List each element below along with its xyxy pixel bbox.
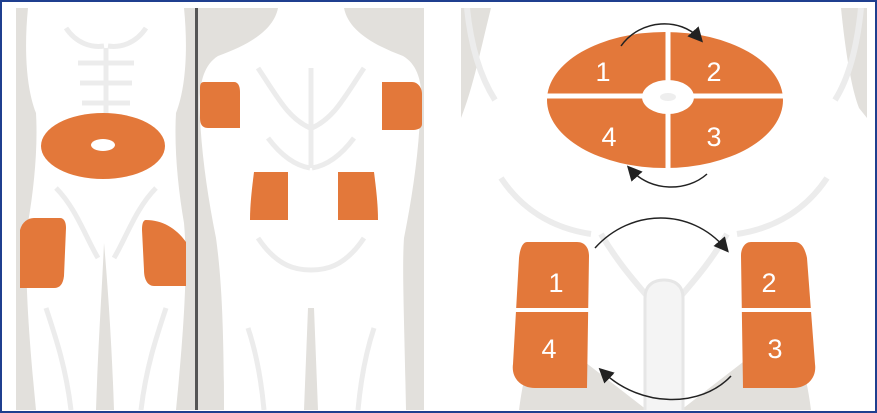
left-thigh-zone-label-1: 1 bbox=[548, 268, 563, 298]
right-thigh-zone-label-2: 2 bbox=[761, 268, 776, 298]
rotation-detail-figure: 1 2 3 4 1 4 2 3 bbox=[461, 8, 867, 410]
abdomen-zone-label-3: 3 bbox=[706, 122, 721, 152]
left-thigh-zone-group bbox=[513, 242, 589, 388]
back-view-panel bbox=[198, 8, 424, 410]
back-left-arm-zone bbox=[200, 82, 240, 128]
front-left-thigh-zone bbox=[20, 218, 66, 288]
abdomen-zone-label-4: 4 bbox=[601, 122, 616, 152]
front-body-figure bbox=[16, 8, 196, 410]
back-body-figure bbox=[198, 8, 424, 410]
left-thigh-zone bbox=[513, 242, 589, 388]
back-right-arm-zone bbox=[382, 82, 422, 130]
right-thigh-zone bbox=[741, 242, 815, 388]
back-left-flank-zone bbox=[250, 172, 288, 220]
right-thigh-zone-group bbox=[741, 242, 815, 388]
abdomen-zone-label-2: 2 bbox=[706, 57, 721, 87]
front-view-panel bbox=[16, 8, 196, 410]
rotation-detail-panel: 1 2 3 4 1 4 2 3 bbox=[461, 8, 867, 410]
right-thigh-zone-label-3: 3 bbox=[767, 334, 782, 364]
navel-marker bbox=[91, 139, 115, 151]
back-right-flank-zone bbox=[338, 172, 378, 220]
abdomen-zone-label-1: 1 bbox=[595, 57, 610, 87]
groin-outline bbox=[645, 280, 683, 410]
left-thigh-zone-label-4: 4 bbox=[541, 334, 556, 364]
